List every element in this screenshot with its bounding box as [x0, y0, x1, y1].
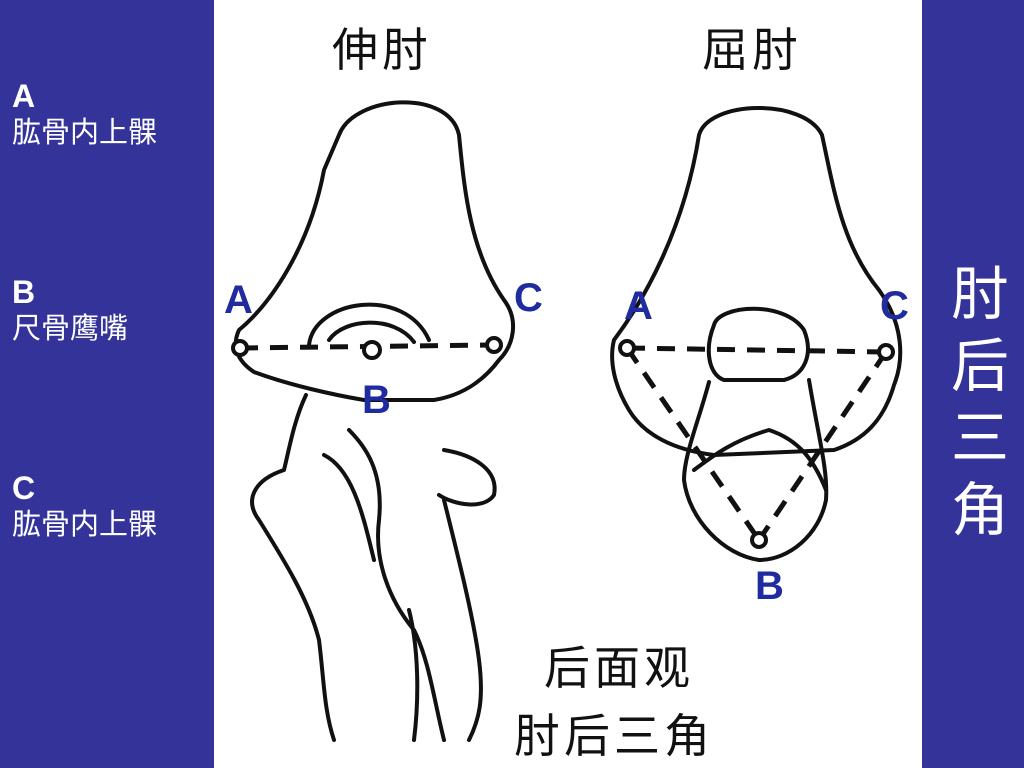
elbow-drawing — [231, 100, 903, 742]
side-title-char-1: 肘 — [950, 260, 1009, 328]
legend-text-b: 尺骨鹰嘴 — [12, 311, 129, 345]
left-point-c — [485, 336, 503, 354]
right-point-b — [750, 531, 768, 549]
right-point-a — [618, 339, 636, 357]
legend-text-a: 肱骨内上髁 — [12, 115, 158, 149]
left-radius-shaft — [442, 498, 483, 742]
left-radius-inner — [407, 608, 420, 742]
right-humerus-outline — [610, 106, 903, 457]
right-line-cb — [756, 350, 889, 542]
left-ulna-crest — [322, 453, 376, 562]
legend-letter-c: C — [12, 470, 36, 506]
left-olecranon-fossa — [307, 302, 431, 347]
right-label-c: C — [880, 284, 909, 328]
legend-item-c: C 肱骨内上髁 — [12, 470, 157, 542]
right-line-ab — [624, 346, 762, 542]
left-view-title: 伸肘 — [332, 23, 432, 77]
left-radius-head — [437, 448, 497, 507]
elbow-diagram: 伸肘 屈肘 后面观 肘后三角 A B C A B C — [214, 0, 922, 768]
left-label-a: A — [224, 278, 253, 322]
legend-text-c: 肱骨内上髁 — [12, 507, 158, 541]
legend-panel: A 肱骨内上髁 B 尺骨鹰嘴 C 肱骨内上髁 — [0, 0, 214, 768]
caption-line2: 肘后三角 — [514, 709, 714, 763]
left-point-b — [362, 340, 382, 360]
legend-letter-b: B — [12, 274, 36, 310]
left-ulna-right — [347, 428, 446, 742]
left-ulna-outline — [250, 393, 336, 742]
legend-letter-a: A — [12, 78, 36, 114]
side-title-char-2: 后 — [950, 332, 1009, 400]
right-label-b: B — [755, 564, 784, 608]
left-point-a — [231, 339, 249, 357]
right-line-ac — [626, 345, 887, 355]
legend-item-a: A 肱骨内上髁 — [12, 78, 157, 150]
side-title-char-4: 角 — [950, 476, 1009, 544]
right-view-title: 屈肘 — [702, 23, 802, 77]
right-label-a: A — [624, 284, 653, 328]
caption-line1: 后面观 — [544, 641, 694, 695]
left-label-b: B — [362, 378, 391, 422]
right-olecranon-body — [682, 378, 829, 562]
right-olecranon-tip — [692, 428, 828, 492]
right-point-c — [877, 343, 895, 361]
side-title: 肘 后 三 角 — [940, 258, 1020, 546]
legend-item-b: B 尺骨鹰嘴 — [12, 274, 128, 346]
right-olecranon-top — [706, 306, 810, 382]
left-fossa-inner — [327, 320, 416, 344]
left-humerus-outline — [233, 100, 516, 402]
left-label-c: C — [514, 276, 543, 320]
side-title-char-3: 三 — [950, 404, 1009, 472]
